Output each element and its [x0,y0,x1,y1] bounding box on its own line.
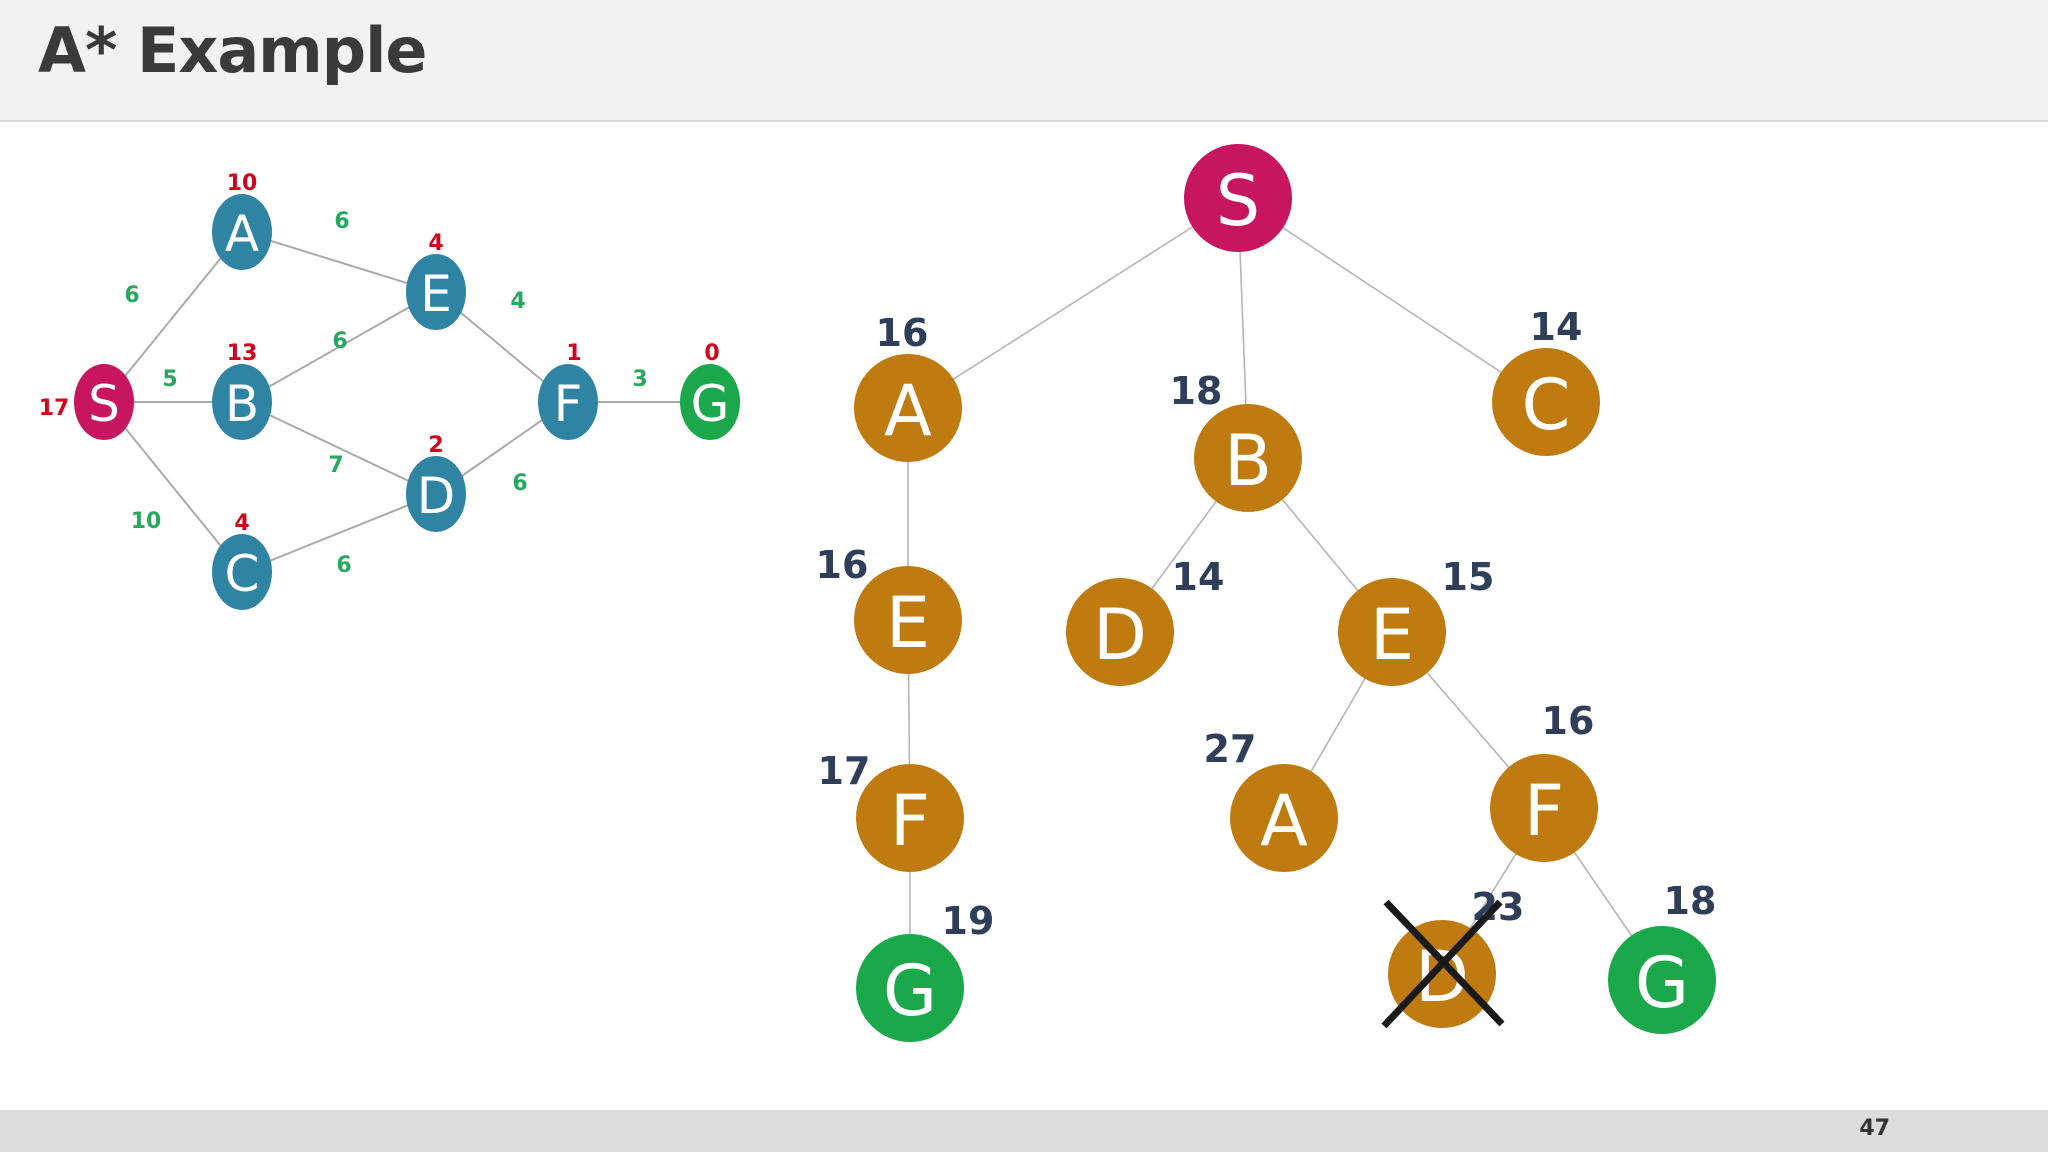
tree-node-label-d1: D [1093,594,1147,676]
page-number: 47 [1859,1116,1890,1141]
heuristic-c: 4 [234,511,249,536]
tree-node-label-g1: G [883,950,937,1032]
f-value-d1: 14 [1172,555,1225,599]
graph-edge-b-d [241,401,437,495]
edge-weight-e-f: 4 [510,289,525,314]
tree-node-label-e2: E [1370,594,1414,676]
tree-node-label-a: A [884,370,932,452]
graph-node-d [406,456,466,532]
edge-weight-d-f: 6 [512,471,527,496]
heuristic-a: 10 [227,171,258,196]
graph-node-a [212,194,272,270]
tree-node-g2 [1608,926,1716,1034]
tree-node-b [1194,404,1302,512]
tree-node-g1 [856,934,964,1042]
edge-weight-a-e: 6 [334,209,349,234]
graph-node-c [212,534,272,610]
edge-weight-s-c: 10 [131,509,162,534]
tree-node-label-s: S [1216,160,1260,242]
graph-edge-s-a [103,231,243,403]
tree-node-label-b: B [1224,420,1272,502]
slide-title: A* Example [38,14,427,87]
pruned-x-stroke-2 [1381,899,1503,1029]
edge-weight-c-d: 6 [336,553,351,578]
tree-node-c [1492,348,1600,456]
tree-node-label-f2: F [1524,770,1564,852]
edge-weight-b-d: 7 [328,453,343,478]
graph-node-label-g: G [691,375,730,433]
f-value-a2: 27 [1204,727,1257,771]
graph-node-label-f: F [554,375,583,433]
slide-footer: 47 [0,1110,2048,1152]
edge-weight-s-a: 6 [124,283,139,308]
graph-edge-a-e [241,231,437,293]
graph-node-s [74,364,134,440]
graph-node-b [212,364,272,440]
heuristic-d: 2 [428,433,443,458]
graph-node-label-d: D [417,467,456,525]
tree-node-a [854,354,962,462]
f-value-e1: 16 [816,543,869,587]
graph-node-f [538,364,598,440]
tree-node-label-c: C [1522,364,1571,446]
tree-node-label-g2: G [1635,942,1689,1024]
f-value-b: 18 [1170,369,1223,413]
f-value-g1: 19 [942,899,995,943]
edge-weight-b-e: 6 [332,329,347,354]
f-value-a: 16 [876,311,929,355]
heuristic-s: 17 [39,396,70,421]
tree-node-label-e1: E [886,582,930,664]
edge-weight-s-b: 5 [162,367,177,392]
f-value-e2: 15 [1442,555,1495,599]
graph-node-label-s: S [88,375,120,433]
tree-nodes: SA16B18C14E16F17G19D14E15A27F16D23G18 [816,144,1717,1042]
tree-node-f1 [856,764,964,872]
tree-node-e1 [854,566,962,674]
edge-weight-f-g: 3 [632,367,647,392]
graph-node-label-c: C [225,545,260,603]
graph-edge-b-e [241,291,437,403]
graph-edge-c-d [241,493,437,573]
f-value-f2: 16 [1542,699,1595,743]
tree-node-d1 [1066,578,1174,686]
graph-edges: 6 5 10 6 6 7 6 4 6 3 [103,209,710,578]
tree-edge-s-c [1237,197,1547,403]
graph-node-label-a: A [225,205,259,263]
graph-node-g [680,364,740,440]
f-value-f1: 17 [818,749,871,793]
f-value-g2: 18 [1664,879,1717,923]
heuristic-b: 13 [227,341,258,366]
tree-edge-s-a [907,197,1239,409]
tree-node-label-a2: A [1260,780,1308,862]
heuristic-e: 4 [428,231,443,256]
tree-node-label-f1: F [890,780,930,862]
heuristic-f: 1 [566,341,581,366]
graph-node-label-e: E [420,265,452,323]
tree-node-d2 [1388,920,1496,1028]
slide-header: A* Example [0,0,2048,122]
tree-node-e2 [1338,578,1446,686]
tree-node-s [1184,144,1292,252]
graph-node-e [406,254,466,330]
graph-node-label-b: B [225,375,259,433]
tree-node-f2 [1490,754,1598,862]
f-value-c: 14 [1530,305,1583,349]
graph-edge-s-c [103,401,243,573]
heuristic-g: 0 [704,341,719,366]
tree-node-a2 [1230,764,1338,872]
